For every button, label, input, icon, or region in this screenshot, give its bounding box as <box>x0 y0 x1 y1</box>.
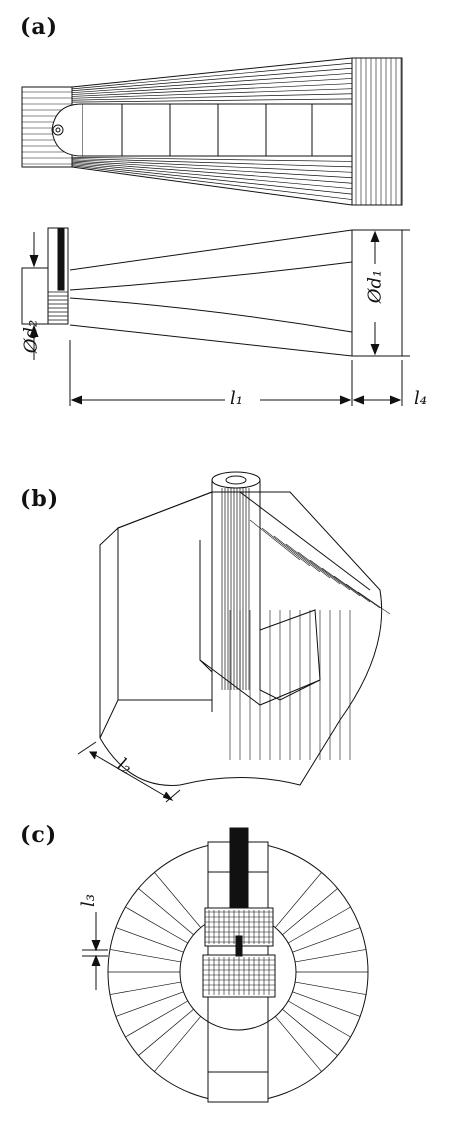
hatch-line <box>109 981 181 995</box>
hatch-line <box>138 1009 194 1056</box>
hatch-line <box>71 164 353 195</box>
dim-label-l4: l₄ <box>414 388 427 409</box>
hatch-line <box>109 949 181 963</box>
panel-c-label: (c) <box>20 822 58 848</box>
hatch-line <box>138 888 194 935</box>
horn-cutaway-view <box>77 471 391 803</box>
hatch-line <box>71 78 353 95</box>
hatch-line <box>71 162 353 190</box>
hatch-line <box>71 160 353 179</box>
hatch-line <box>71 98 353 103</box>
hatch-line <box>282 888 338 935</box>
hatch-line <box>125 906 188 944</box>
hatch-line <box>295 981 367 995</box>
hatch-line <box>71 62 353 90</box>
horn-side-view <box>21 227 410 406</box>
hatch-line <box>71 67 353 92</box>
panel-b-label: (b) <box>20 486 60 512</box>
horn-cross-section <box>82 827 369 1103</box>
hatch-line <box>71 83 353 97</box>
hatch-line <box>282 1009 338 1056</box>
dim-label-d1: Ød₁ <box>364 269 386 304</box>
dim-label-l3: l₃ <box>77 894 99 907</box>
hatch-line <box>125 1000 188 1038</box>
hatch-line <box>261 527 311 567</box>
feed-circle-icon <box>52 124 64 136</box>
hatch-line <box>292 927 361 953</box>
hatch-line <box>115 991 184 1017</box>
hatch-line <box>71 165 353 200</box>
hatch-line <box>115 927 184 953</box>
hatch-line <box>71 158 353 168</box>
panel-a-label: (a) <box>20 14 59 40</box>
hatch-line <box>288 1000 351 1038</box>
hatch-line <box>321 567 361 597</box>
hatch-line <box>249 519 301 561</box>
hatch-line <box>154 872 201 928</box>
hatch-line <box>345 583 381 609</box>
hatch-line <box>71 93 353 101</box>
hatch-line <box>275 872 322 928</box>
hatch-line <box>71 156 353 162</box>
hatch-line <box>71 72 353 94</box>
hatch-line <box>333 575 371 603</box>
hatch-line <box>295 949 367 963</box>
hatch-line <box>154 1016 201 1072</box>
hatch-line <box>309 559 351 591</box>
hatch-line <box>275 1016 322 1072</box>
hatch-line <box>288 906 351 944</box>
hatch-line <box>357 591 391 615</box>
hatch-line <box>273 535 321 573</box>
dim-label-l1: l₁ <box>230 388 243 409</box>
hatch-line <box>71 159 353 173</box>
dim-label-d2: Ød₂ <box>20 319 42 354</box>
horn-top-view <box>21 57 403 206</box>
hatch-line <box>297 551 341 585</box>
hatch-line <box>71 161 353 184</box>
hatch-line <box>71 88 353 99</box>
hatch-line <box>292 991 361 1017</box>
hatch-line <box>285 543 331 579</box>
